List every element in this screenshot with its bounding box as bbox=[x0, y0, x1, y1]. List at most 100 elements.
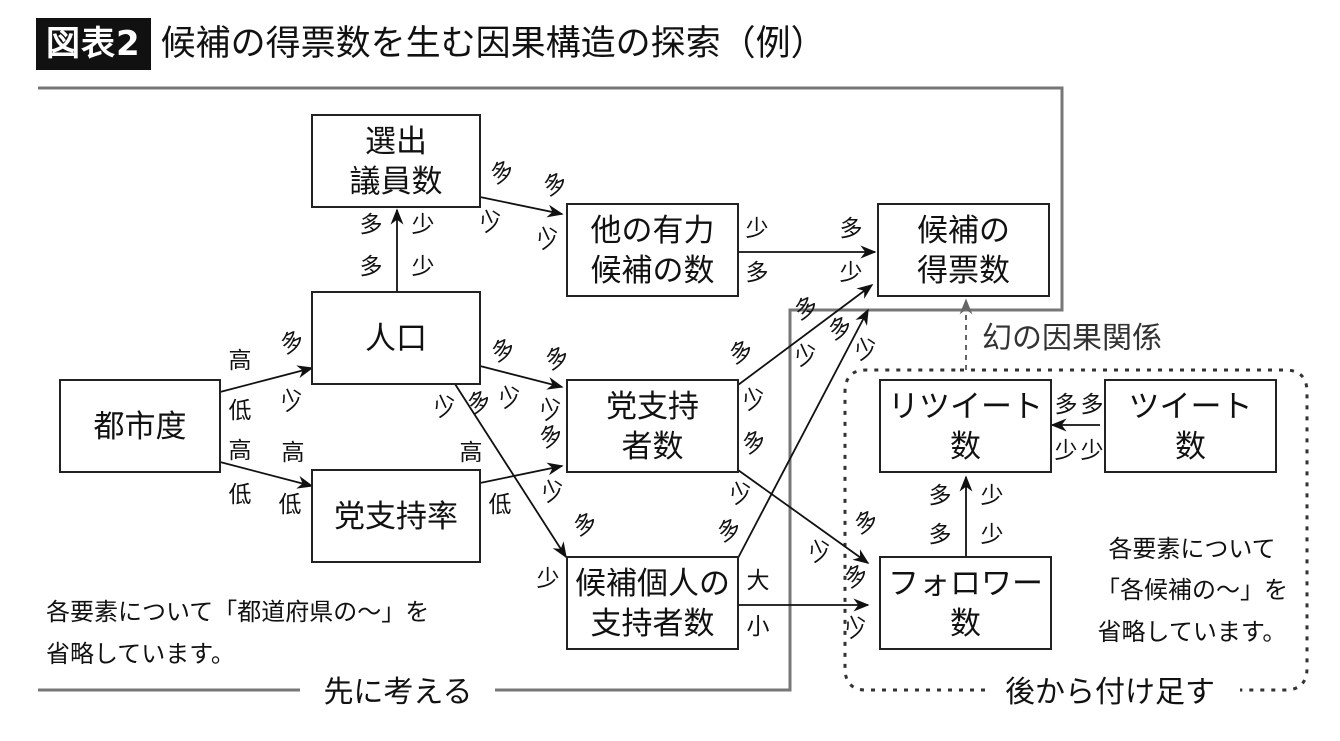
edge-label-ritsu-shijisha-src-hi: 高 bbox=[460, 440, 483, 466]
node-label: リツイート bbox=[888, 389, 1043, 425]
added-later-frame bbox=[843, 368, 1309, 692]
edge-label-tweet-retweet-src-lo: 少 bbox=[1081, 438, 1104, 464]
edge-label-senshutsu-tano-dst-hi: 多 bbox=[540, 168, 572, 201]
node-label: 数 bbox=[1175, 429, 1206, 465]
edge-label-toshido-ritsu-src-hi: 高 bbox=[229, 438, 252, 464]
node-box bbox=[311, 114, 481, 208]
figure-title: 図表2 候補の得票数を生む因果構造の探索（例） bbox=[36, 18, 826, 70]
node-label: 得票数 bbox=[917, 253, 1010, 289]
edge-label-shijisha-follower-src-hi: 多 bbox=[739, 426, 771, 459]
edge-label-kojin-follower-src-hi: 大 bbox=[747, 568, 770, 594]
node-box bbox=[311, 469, 481, 563]
node-toshido: 都市度 bbox=[59, 379, 221, 473]
added-later-label: 後から付け足す bbox=[1005, 675, 1215, 710]
node-label: 都市度 bbox=[94, 409, 187, 445]
edge-label-toshido-jinko-src-lo: 低 bbox=[229, 398, 252, 424]
edge-label-toshido-ritsu-src-lo: 低 bbox=[229, 482, 252, 508]
node-box bbox=[311, 291, 481, 385]
edge-label-senshutsu-tano-src-hi: 多 bbox=[487, 156, 519, 189]
node-box bbox=[877, 203, 1050, 297]
edge-label-tweet-retweet-src-hi: 多 bbox=[1081, 392, 1104, 418]
node-box bbox=[566, 203, 739, 297]
edge-label-senshutsu-tano-src-lo: 少 bbox=[476, 204, 508, 237]
node-label: 人口 bbox=[365, 321, 427, 357]
edge-label-shijisha-tokuhyo-dst-hi: 多 bbox=[791, 292, 823, 325]
edge-kojin-tokuhyo bbox=[737, 308, 869, 559]
edge-label-tano-tokuhyo-dst-lo: 少 bbox=[840, 260, 863, 286]
edge-label-toshido-jinko-dst-lo: 少 bbox=[277, 383, 309, 416]
edge-label-kojin-tokuhyo-src-hi: 多 bbox=[714, 514, 746, 547]
node-label: 候補の bbox=[917, 213, 1010, 249]
node-label: 選出 bbox=[365, 124, 427, 160]
edge-label-follower-retweet-dst-lo: 少 bbox=[981, 483, 1004, 509]
node-label: 数 bbox=[950, 606, 981, 642]
edge-label-toshido-jinko-src-hi: 高 bbox=[229, 348, 252, 374]
edge-label-jinko-kojin-dst-hi: 多 bbox=[570, 508, 602, 541]
edge-label-shijisha-follower-src-lo: 少 bbox=[805, 534, 837, 567]
phantom-causal-label: 幻の因果関係 bbox=[982, 321, 1162, 356]
node-label: 支持者数 bbox=[591, 606, 715, 642]
edge-label-toshido-ritsu-dst-lo: 低 bbox=[279, 492, 302, 518]
edge-label-follower-retweet-src-hi: 多 bbox=[929, 522, 952, 548]
edge-jinko-shijisha bbox=[479, 365, 564, 390]
edge-label-toshido-ritsu-dst-hi: 高 bbox=[282, 440, 305, 466]
edge-label-shijisha-tokuhyo-src-hi: 多 bbox=[726, 336, 758, 369]
node-label: フォロワー bbox=[888, 566, 1043, 602]
edge-label-shijisha-tokuhyo-src-lo: 少 bbox=[739, 382, 771, 415]
edge-label-toshido-jinko-dst-hi: 多 bbox=[277, 326, 309, 359]
edge-label-senshutsu-tano-dst-lo: 少 bbox=[533, 221, 565, 254]
edge-label-jinko-kojin-dst-lo: 少 bbox=[537, 566, 560, 592]
edge-label-follower-retweet-src-lo: 少 bbox=[981, 522, 1004, 548]
node-label: 党支持 bbox=[606, 389, 699, 425]
edge-label-tano-tokuhyo-dst-hi: 多 bbox=[840, 216, 863, 242]
node-tokuhyo: 候補の得票数 bbox=[877, 203, 1050, 297]
edge-label-kojin-tokuhyo-dst-lo: 少 bbox=[851, 332, 883, 365]
edge-label-jinko-shijisha-dst-hi: 多 bbox=[542, 342, 574, 375]
first-consider-label: 先に考える bbox=[323, 675, 472, 710]
left-note-line1: 各要素について「都道府県の～」を bbox=[46, 598, 429, 626]
node-jinko: 人口 bbox=[311, 291, 481, 385]
edges bbox=[219, 196, 1100, 612]
first-consider-frame bbox=[38, 86, 1064, 692]
node-label: 数 bbox=[950, 429, 981, 465]
figure-heading: 候補の得票数を生む因果構造の探索（例） bbox=[160, 24, 826, 64]
node-box bbox=[1104, 379, 1277, 473]
edge-label-shijisha-follower-dst-hi: 多 bbox=[851, 506, 883, 539]
edge-toshido-ritsu bbox=[219, 461, 314, 489]
right-note-line1: 各要素について bbox=[1108, 535, 1275, 563]
node-box bbox=[59, 379, 221, 473]
edge-label-jinko-kojin-src-hi: 多 bbox=[464, 386, 496, 419]
edge-label-jinko-senshutsu-src-hi: 多 bbox=[360, 254, 383, 280]
node-label: 候補の数 bbox=[591, 253, 715, 289]
edge-label-tweet-retweet-dst-hi: 多 bbox=[1055, 392, 1078, 418]
right-note-line2: 「各候補の～」を bbox=[1096, 576, 1288, 604]
node-label: 議員数 bbox=[350, 164, 443, 200]
edge-label-tweet-retweet-dst-lo: 少 bbox=[1055, 438, 1078, 464]
edge-label-jinko-shijisha-src-lo: 少 bbox=[495, 380, 527, 413]
edge-shijisha-tokuhyo bbox=[737, 284, 874, 386]
edge-label-jinko-shijisha-src-hi: 多 bbox=[488, 334, 520, 367]
node-toshijiritsu: 党支持率 bbox=[311, 469, 481, 563]
edge-shijisha-follower bbox=[737, 469, 870, 564]
edge-label-jinko-senshutsu-dst-lo: 少 bbox=[412, 212, 435, 238]
edge-label-jinko-senshutsu-src-lo: 少 bbox=[412, 254, 435, 280]
edge-label-kojin-follower-src-lo: 小 bbox=[747, 614, 770, 640]
edge-toshido-jinko bbox=[219, 365, 314, 393]
node-box bbox=[566, 556, 739, 650]
node-box bbox=[879, 379, 1052, 473]
node-label: 者数 bbox=[622, 429, 684, 465]
edge-label-tano-tokuhyo-src-hi: 少 bbox=[746, 216, 769, 242]
node-label: 党支持率 bbox=[334, 499, 458, 535]
edge-jinko-kojin bbox=[454, 383, 567, 559]
figure-number-badge: 図表2 bbox=[36, 18, 151, 70]
node-box bbox=[879, 556, 1052, 650]
edge-label-ritsu-shijisha-dst-hi: 多 bbox=[536, 420, 568, 453]
node-label: 他の有力 bbox=[591, 213, 715, 249]
